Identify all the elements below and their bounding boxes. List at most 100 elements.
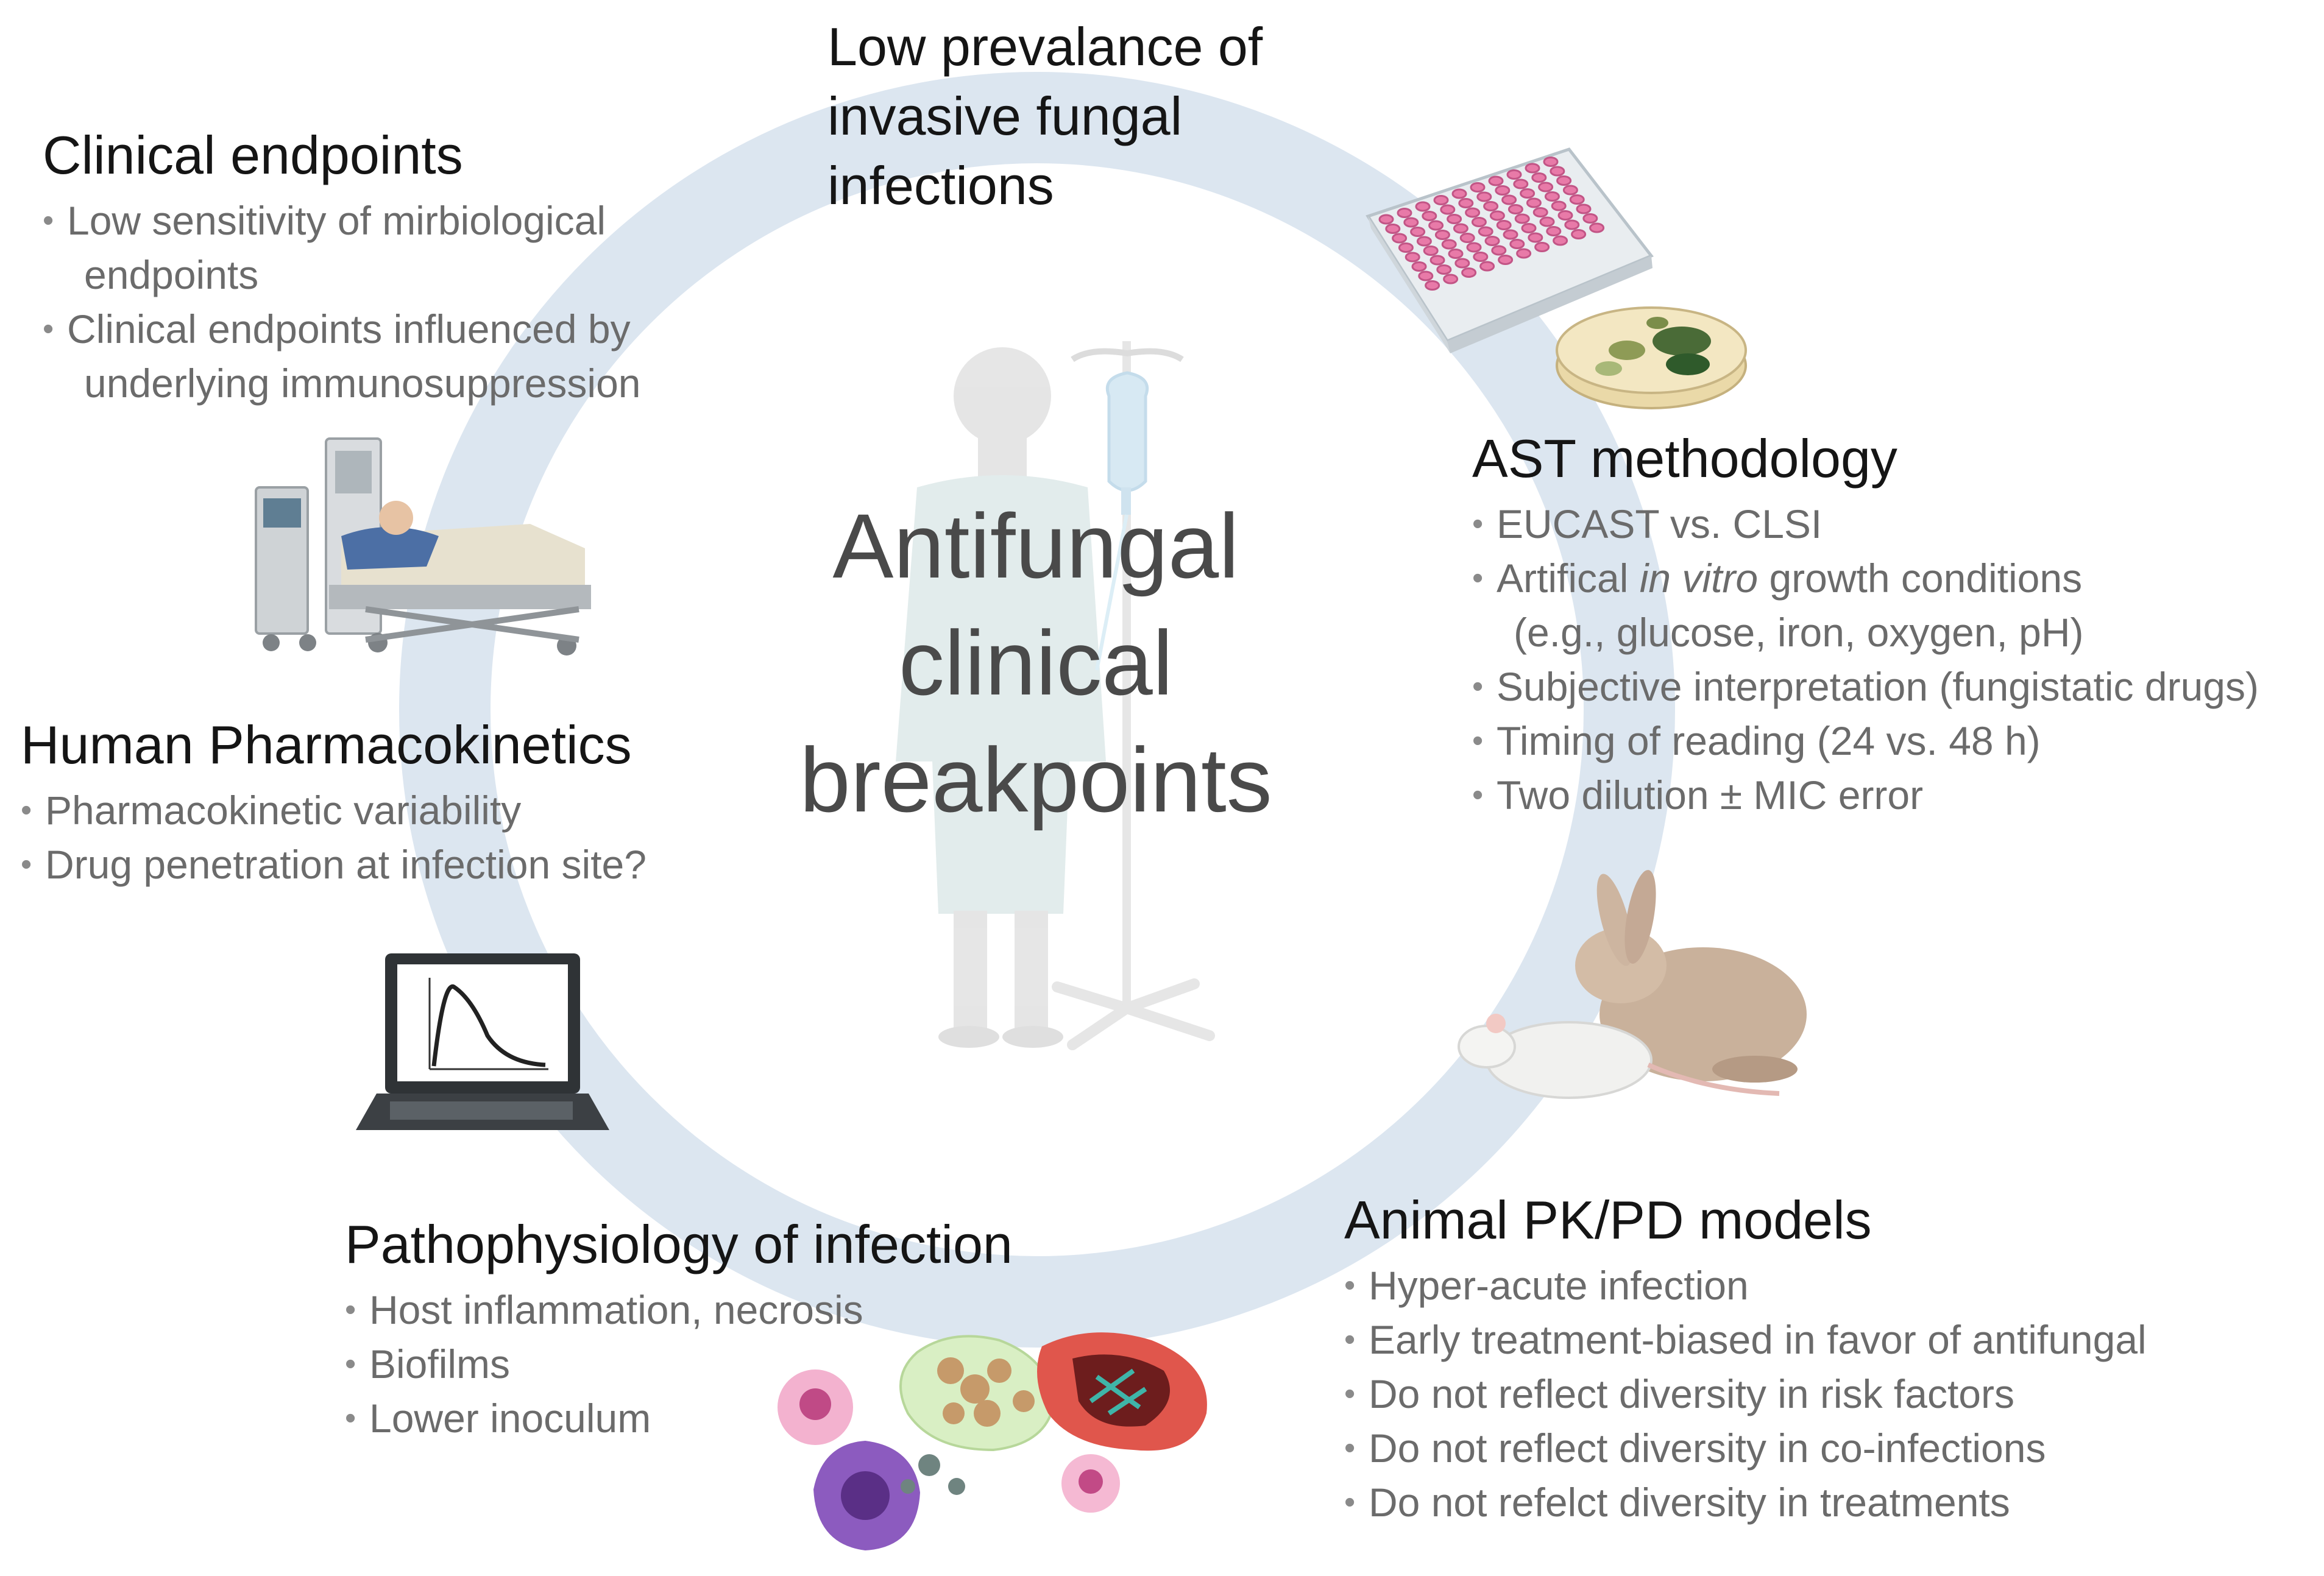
bullet-item: Low sensitivity of mirbiological endpoin… bbox=[43, 194, 641, 302]
plate-well bbox=[1423, 246, 1439, 256]
plate-well bbox=[1484, 236, 1500, 246]
plate-well bbox=[1405, 252, 1420, 263]
plate-well bbox=[1443, 274, 1459, 284]
plate-well bbox=[1543, 157, 1559, 167]
plate-well bbox=[1525, 163, 1540, 174]
human-pk-section: Human Pharmacokinetics Pharmacokinetic v… bbox=[21, 713, 647, 892]
plate-well bbox=[1498, 255, 1514, 265]
plate-well bbox=[1538, 182, 1554, 193]
ast-methodology-heading: AST methodology bbox=[1472, 428, 1897, 489]
plate-well bbox=[1506, 169, 1522, 180]
plate-well bbox=[1495, 185, 1511, 196]
animal-models-bullets: Hyper-acute infection Early treatment-bi… bbox=[1344, 1259, 2147, 1530]
plate-well bbox=[1562, 185, 1578, 196]
plate-well bbox=[1378, 214, 1394, 225]
bullet-item: Early treatment-biased in favor of antif… bbox=[1344, 1313, 2147, 1367]
plate-well bbox=[1501, 194, 1517, 205]
plate-well bbox=[1476, 191, 1492, 202]
plate-well bbox=[1433, 195, 1449, 205]
bullet-item: Do not refelct diversity in treatments bbox=[1344, 1475, 2147, 1530]
ast-methodology-bullets: EUCAST vs. CLSI Artifical in vitro growt… bbox=[1472, 497, 2259, 822]
plate-well bbox=[1483, 201, 1499, 211]
plate-well bbox=[1521, 223, 1537, 233]
ast-methodology-section: AST methodology EUCAST vs. CLSI Artifica… bbox=[1472, 426, 2259, 822]
plate-well bbox=[1453, 223, 1468, 234]
plate-well bbox=[1571, 229, 1587, 239]
bullet-item: Host inflammation, necrosis bbox=[345, 1283, 1013, 1337]
animal-models-section: Animal PK/PD models Hyper-acute infectio… bbox=[1344, 1188, 2147, 1530]
clinical-endpoints-section: Clinical endpoints Low sensitivity of mi… bbox=[43, 123, 641, 411]
low-prevalence-section: Low prevalance of invasive fungal infect… bbox=[827, 12, 1263, 221]
pathophysiology-section: Pathophysiology of infection Host inflam… bbox=[345, 1212, 1013, 1446]
center-title-line: clinical bbox=[898, 612, 1174, 714]
plate-well bbox=[1429, 255, 1445, 266]
plate-well bbox=[1459, 233, 1475, 243]
bullet-item: Subjective interpretation (fungistatic d… bbox=[1472, 660, 2259, 714]
low-prevalence-heading: Low prevalance of invasive fungal infect… bbox=[827, 16, 1263, 216]
plate-well bbox=[1582, 213, 1598, 224]
plate-well bbox=[1448, 249, 1464, 259]
pathophysiology-heading: Pathophysiology of infection bbox=[345, 1214, 1013, 1274]
plate-well bbox=[1415, 201, 1431, 212]
plate-well bbox=[1520, 188, 1536, 199]
bullet-item: Pharmacokinetic variability bbox=[21, 783, 647, 838]
plate-well bbox=[1479, 261, 1495, 272]
center-title-line: Antifungal bbox=[832, 495, 1239, 597]
plate-well bbox=[1422, 211, 1437, 221]
bullet-item: Two dilution ± MIC error bbox=[1472, 768, 2259, 822]
plate-well bbox=[1454, 258, 1470, 269]
bullet-item: Lower inoculum bbox=[345, 1391, 1013, 1446]
plate-well bbox=[1526, 197, 1542, 208]
clinical-endpoints-heading: Clinical endpoints bbox=[43, 125, 463, 185]
bullet-item: Timing of reading (24 vs. 48 h) bbox=[1472, 714, 2259, 768]
bullet-item: EUCAST vs. CLSI bbox=[1472, 497, 2259, 551]
plate-well bbox=[1416, 236, 1432, 247]
bullet-item: Do not reflect diversity in co-infection… bbox=[1344, 1421, 2147, 1475]
center-title: Antifungal clinical breakpoints bbox=[792, 487, 1280, 838]
plate-well bbox=[1466, 242, 1482, 253]
plate-well bbox=[1403, 217, 1419, 228]
plate-well bbox=[1397, 208, 1412, 218]
center-title-line: breakpoints bbox=[799, 729, 1272, 831]
plate-well bbox=[1398, 242, 1414, 253]
petri-dish-icon bbox=[1556, 306, 1747, 409]
bullet-item: Hyper-acute infection bbox=[1344, 1259, 2147, 1313]
bullet-item: Clinical endpoints influenced by underly… bbox=[43, 302, 641, 411]
plate-well bbox=[1551, 200, 1567, 211]
pathophysiology-bullets: Host inflammation, necrosis Biofilms Low… bbox=[345, 1283, 1013, 1446]
plate-well bbox=[1461, 267, 1477, 278]
bullet-item: Drug penetration at infection site? bbox=[21, 838, 647, 892]
plate-well bbox=[1531, 172, 1547, 183]
plate-well bbox=[1489, 210, 1505, 221]
plate-well bbox=[1436, 264, 1452, 275]
plate-well bbox=[1458, 198, 1474, 208]
plate-well bbox=[1589, 222, 1605, 233]
plate-well bbox=[1569, 194, 1585, 205]
plate-well bbox=[1503, 229, 1518, 240]
plate-well bbox=[1465, 207, 1481, 218]
plate-well bbox=[1539, 216, 1555, 227]
bullet-item: Do not reflect diversity in risk factors bbox=[1344, 1367, 2147, 1421]
plate-well bbox=[1550, 166, 1565, 177]
plate-well bbox=[1385, 224, 1401, 234]
animal-models-heading: Animal PK/PD models bbox=[1344, 1190, 1872, 1250]
plate-well bbox=[1488, 175, 1504, 186]
plate-well bbox=[1556, 175, 1572, 186]
plate-well bbox=[1447, 214, 1462, 224]
plate-well bbox=[1410, 227, 1426, 237]
plate-well bbox=[1507, 204, 1523, 214]
microplate-icon bbox=[1366, 147, 1654, 353]
clinical-endpoints-bullets: Low sensitivity of mirbiological endpoin… bbox=[43, 194, 641, 411]
plate-well bbox=[1564, 219, 1580, 230]
plate-well bbox=[1557, 210, 1573, 221]
plate-well bbox=[1411, 261, 1427, 272]
bullet-item: Artifical in vitro growth conditions (e.… bbox=[1472, 551, 2259, 660]
iv-stand-icon bbox=[1052, 341, 1215, 1050]
bullet-item: Biofilms bbox=[345, 1337, 1013, 1391]
plate-well bbox=[1440, 204, 1456, 215]
plate-well bbox=[1434, 230, 1450, 240]
plate-well bbox=[1509, 239, 1525, 249]
laptop-pk-curve-icon bbox=[356, 953, 609, 1130]
patient-silhouette-icon bbox=[896, 347, 1106, 1048]
